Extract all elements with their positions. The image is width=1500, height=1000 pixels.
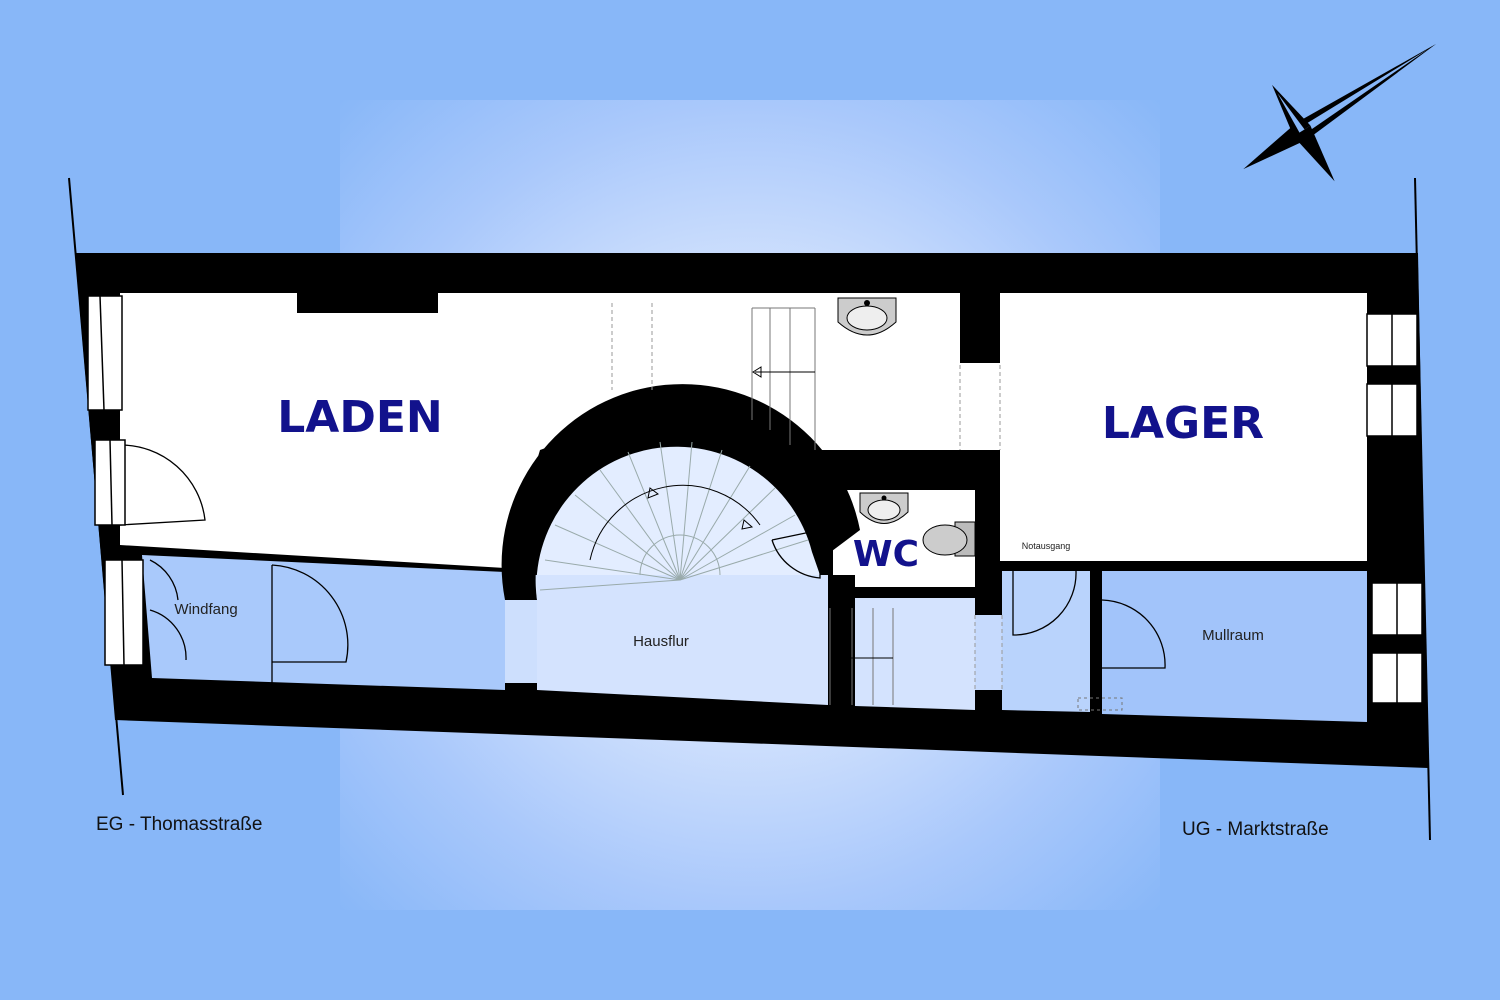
lower-rooms (142, 555, 1367, 722)
toilet-icon (922, 521, 976, 557)
right-windows (1366, 313, 1423, 704)
room-label-notausgang: Notausgang (1022, 541, 1071, 551)
room-label-lager: LAGER (1102, 398, 1264, 449)
door-swings (119, 444, 1166, 685)
washbasin-icon (837, 297, 897, 336)
room-label-muellraum: Mullraum (1202, 627, 1264, 644)
street-label-right: UG - Marktstraße (1182, 819, 1329, 840)
room-label-hausflur: Hausflur (633, 633, 689, 650)
spiral-stair (501, 384, 860, 600)
room-label-wc: WC (853, 534, 919, 575)
straight-stair-upper (751, 307, 816, 450)
room-label-windfang: Windfang (174, 601, 237, 618)
bin-marker (1077, 697, 1123, 711)
washbasin-icon (859, 492, 909, 524)
room-label-laden: LADEN (277, 392, 443, 443)
street-label-left: EG - Thomasstraße (96, 814, 262, 835)
left-windows (87, 295, 144, 666)
straight-stair-lower (829, 608, 894, 705)
compass-rose-icon (1243, 43, 1437, 182)
dashed-openings (611, 303, 1003, 690)
